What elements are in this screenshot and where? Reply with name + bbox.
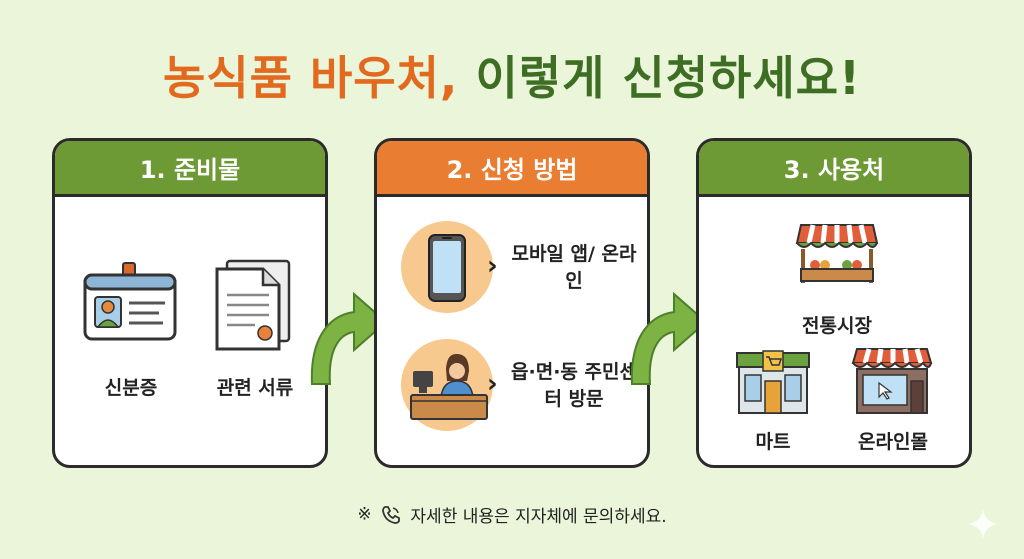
title-highlight: 농식품 바우처, bbox=[163, 51, 459, 105]
footer-note: ※ 자세한 내용은 지자체에 문의하세요. bbox=[0, 502, 1024, 528]
chevron-right-icon: › bbox=[487, 369, 498, 399]
chevron-right-icon: › bbox=[487, 251, 498, 281]
step-header: 2. 신청 방법 bbox=[377, 141, 647, 197]
arrow-right-icon bbox=[630, 291, 708, 385]
market-stall-icon bbox=[795, 224, 879, 283]
step-card-preparation: 1. 준비물 신분증 관련 서류 bbox=[52, 138, 328, 468]
online-store-icon bbox=[851, 348, 933, 414]
item-label: 온라인몰 bbox=[858, 431, 928, 453]
documents-icon bbox=[215, 259, 291, 351]
reference-mark: ※ bbox=[357, 504, 372, 525]
step-card-usage: 3. 사용처 전통시장 마트 온라인몰 bbox=[696, 138, 972, 468]
step-card-application: 2. 신청 방법 › 모바일 앱/ 온라인 › 읍·면·동 주민센터 방문 bbox=[374, 138, 650, 468]
sparkle-icon bbox=[968, 509, 998, 539]
phone-icon bbox=[382, 505, 400, 524]
item-label: 모바일 앱/ 온라인 bbox=[511, 243, 637, 292]
mart-icon bbox=[736, 350, 810, 414]
page-title: 농식품 바우처, 이렇게 신청하세요! bbox=[0, 42, 1024, 108]
id-card-icon bbox=[83, 262, 177, 341]
footer-text: 자세한 내용은 지자체에 문의하세요. bbox=[410, 507, 667, 527]
title-rest: 이렇게 신청하세요! bbox=[475, 51, 861, 105]
item-label: 마트 bbox=[755, 431, 791, 453]
service-desk-icon bbox=[410, 353, 488, 420]
item-label: 전통시장 bbox=[802, 315, 872, 337]
item-label: 신분증 bbox=[104, 377, 158, 399]
item-label: 관련 서류 bbox=[216, 377, 294, 399]
item-label: 읍·면·동 주민센터 방문 bbox=[511, 361, 637, 410]
step-header: 3. 사용처 bbox=[699, 141, 969, 197]
arrow-right-icon bbox=[310, 291, 388, 385]
step-header: 1. 준비물 bbox=[55, 141, 325, 197]
smartphone-icon bbox=[428, 234, 466, 302]
